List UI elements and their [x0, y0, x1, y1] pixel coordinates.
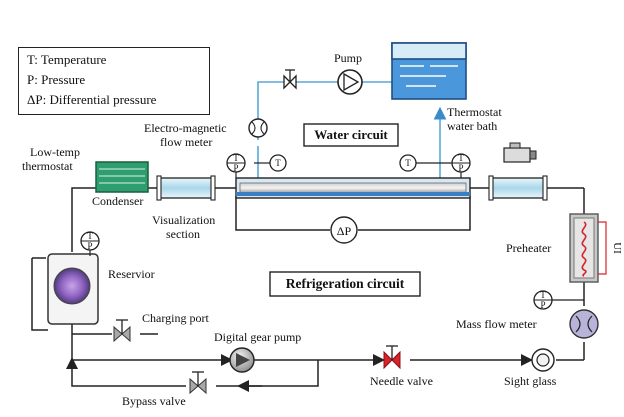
digital-gear-pump-label: Digital gear pump — [214, 330, 302, 344]
needle-valve-icon[interactable] — [383, 345, 401, 370]
dp-sensor — [330, 216, 358, 244]
thermostat-water-bath-label-1: Thermostat — [447, 105, 502, 119]
right-visual-section — [488, 175, 548, 201]
bypass-valve-label: Bypass valve — [122, 394, 186, 408]
sight-glass-label: Sight glass — [504, 374, 557, 388]
water-valve-icon[interactable] — [283, 69, 297, 90]
pipe-dp-right — [358, 196, 471, 231]
pipe-bypass-left — [66, 357, 186, 387]
camera-icon — [503, 142, 537, 163]
condenser-label: Condenser — [92, 194, 144, 208]
tp-sensor-test-left — [226, 153, 246, 178]
ui-label: UI — [611, 242, 623, 254]
tp-right-p: P — [458, 163, 463, 173]
tp-res-p: P — [87, 241, 92, 251]
mass-flow-meter-icon — [569, 309, 599, 339]
preheater — [569, 213, 607, 283]
t-sensor-test-mid-left — [254, 154, 287, 172]
sight-glass-icon — [531, 348, 555, 372]
visualization-section-label-1: Visualization — [152, 213, 216, 227]
flow-meter-label-2: flow meter — [160, 135, 213, 149]
test-section — [235, 177, 471, 199]
charging-port-valve-icon[interactable] — [113, 319, 131, 343]
preheater-label: Preheater — [506, 241, 552, 255]
pipe-dp — [235, 196, 330, 231]
needle-valve-label: Needle valve — [370, 374, 433, 388]
flow-meter-label-1: Electro-magnetic — [144, 121, 227, 135]
tp-mfm-p: P — [540, 300, 545, 310]
water-circuit-box — [303, 123, 399, 147]
tp-mfm-t: T — [540, 290, 546, 300]
dp-symbol: ΔP — [337, 224, 352, 238]
bypass-valve-icon[interactable] — [189, 371, 207, 395]
thermostat-water-bath-label-2: water bath — [447, 119, 498, 133]
tp-sensor-reservoir — [80, 231, 100, 256]
pump-label: Pump — [334, 51, 363, 65]
refrigeration-circuit-lines — [31, 187, 585, 392]
electromagnetic-flow-meter-icon — [248, 118, 268, 138]
visualization-section — [156, 175, 216, 201]
reservoir — [47, 253, 99, 325]
thermostat-water-bath — [391, 42, 467, 100]
tp-left-t: T — [233, 153, 239, 163]
refrigeration-circuit-box — [269, 271, 421, 297]
refrigeration-circuit-title: Refrigeration circuit — [285, 276, 405, 291]
digital-gear-pump-icon[interactable] — [229, 347, 255, 373]
t-sensor-test-mid-right — [399, 154, 452, 172]
reservoir-label: Reservior — [108, 267, 155, 281]
mass-flow-meter-label: Mass flow meter — [456, 317, 537, 331]
tp-res-t: T — [87, 231, 93, 241]
tp-left-p: P — [233, 163, 238, 173]
legend-temperature: T: Temperature — [27, 52, 107, 67]
water-pump-icon[interactable] — [337, 69, 363, 95]
tp-sensor-mfm — [533, 290, 584, 310]
t-mid-left-t: T — [275, 158, 281, 168]
tp-sensor-test-right — [451, 153, 471, 178]
tp-right-t: T — [458, 153, 464, 163]
legend-pressure: P: Pressure — [27, 72, 86, 87]
t-mid-right-t: T — [405, 158, 411, 168]
legend-differential-pressure: ΔP: Differential pressure — [27, 92, 157, 107]
low-temp-thermostat-label-2: thermostat — [22, 159, 73, 173]
pipe-left-loop — [31, 258, 48, 331]
charging-port-label: Charging port — [142, 311, 209, 325]
visualization-section-label-2: section — [166, 227, 200, 241]
low-temp-thermostat-label-1: Low-temp — [30, 145, 80, 159]
sensor-letters: T P T T T P T P T P — [87, 153, 546, 310]
pipe-condenser-res — [71, 187, 96, 252]
water-circuit-title: Water circuit — [314, 127, 388, 142]
legend: T: Temperature P: Pressure ΔP: Different… — [18, 47, 210, 115]
condenser — [95, 161, 149, 193]
